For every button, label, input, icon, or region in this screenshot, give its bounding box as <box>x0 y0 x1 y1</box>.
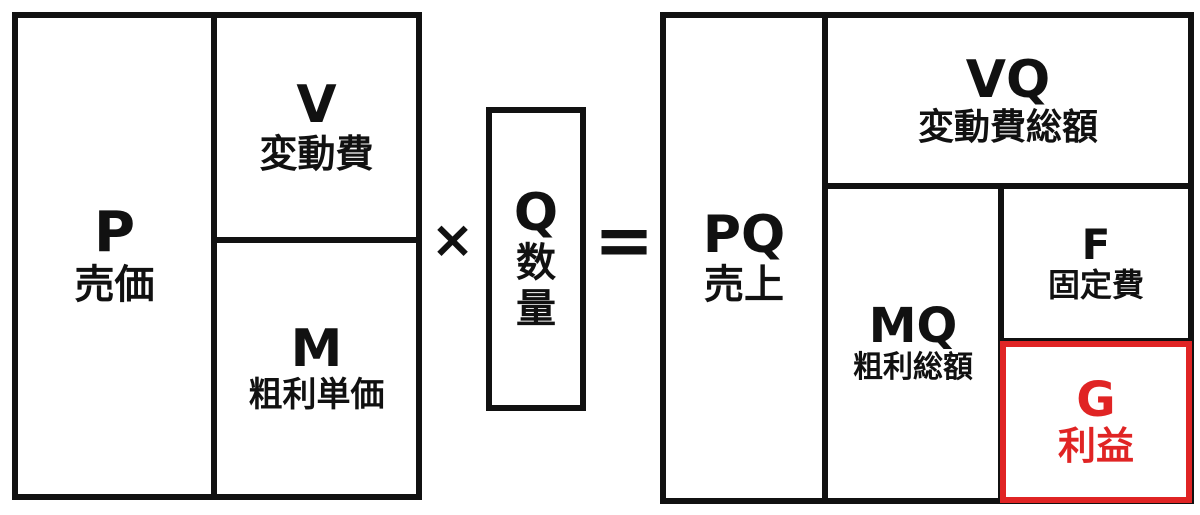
unit-price-box <box>12 12 422 500</box>
total-variable-cost-symbol: VQ <box>965 49 1051 110</box>
variable-cost-label: 変動費 <box>259 131 374 176</box>
revenue-cell: PQ 売上 <box>666 18 822 498</box>
quantity-label-line1: 数 <box>516 240 556 287</box>
quantity-symbol: Q <box>513 182 559 243</box>
price-symbol: P <box>93 199 136 265</box>
equals-sign: = <box>593 198 655 282</box>
marginal-profit-label: 粗利単価 <box>248 375 385 416</box>
fixed-cost-symbol: F <box>1081 220 1111 270</box>
price-cell: P 売価 <box>18 18 211 494</box>
quantity-cell: Q 数 量 <box>492 113 580 405</box>
profit-symbol: G <box>1076 371 1116 428</box>
revenue-label: 売上 <box>704 262 784 309</box>
fixed-cost-label: 固定費 <box>1047 266 1144 305</box>
revenue-horizontal-divider <box>822 183 1194 189</box>
price-label: 売価 <box>74 262 155 309</box>
fixed-cost-cell: F 固定費 <box>1004 189 1188 338</box>
profit-cell: G 利益 <box>1006 347 1186 497</box>
marginal-profit-cell: M 粗利単価 <box>217 243 416 494</box>
quantity-box <box>486 107 586 411</box>
multiply-sign: × <box>430 210 475 270</box>
gross-profit-label: 粗利総額 <box>853 350 973 386</box>
unit-price-vertical-divider <box>211 12 217 500</box>
profit-label: 利益 <box>1057 424 1134 469</box>
quantity-label-line2: 量 <box>516 286 556 333</box>
revenue-symbol: PQ <box>702 204 786 265</box>
unit-price-horizontal-divider <box>211 237 422 243</box>
gross-profit-symbol: MQ <box>868 298 958 355</box>
gross-profit-cell: MQ 粗利総額 <box>828 189 998 498</box>
marginal-profit-symbol: M <box>290 318 343 379</box>
total-variable-cost-label: 変動費総額 <box>917 107 1098 149</box>
variable-cost-symbol: V <box>296 75 337 136</box>
revenue-vertical-divider <box>822 12 828 504</box>
variable-cost-cell: V 変動費 <box>217 18 416 237</box>
profit-highlight-box <box>1000 341 1192 503</box>
total-variable-cost-cell: VQ 変動費総額 <box>828 18 1188 183</box>
